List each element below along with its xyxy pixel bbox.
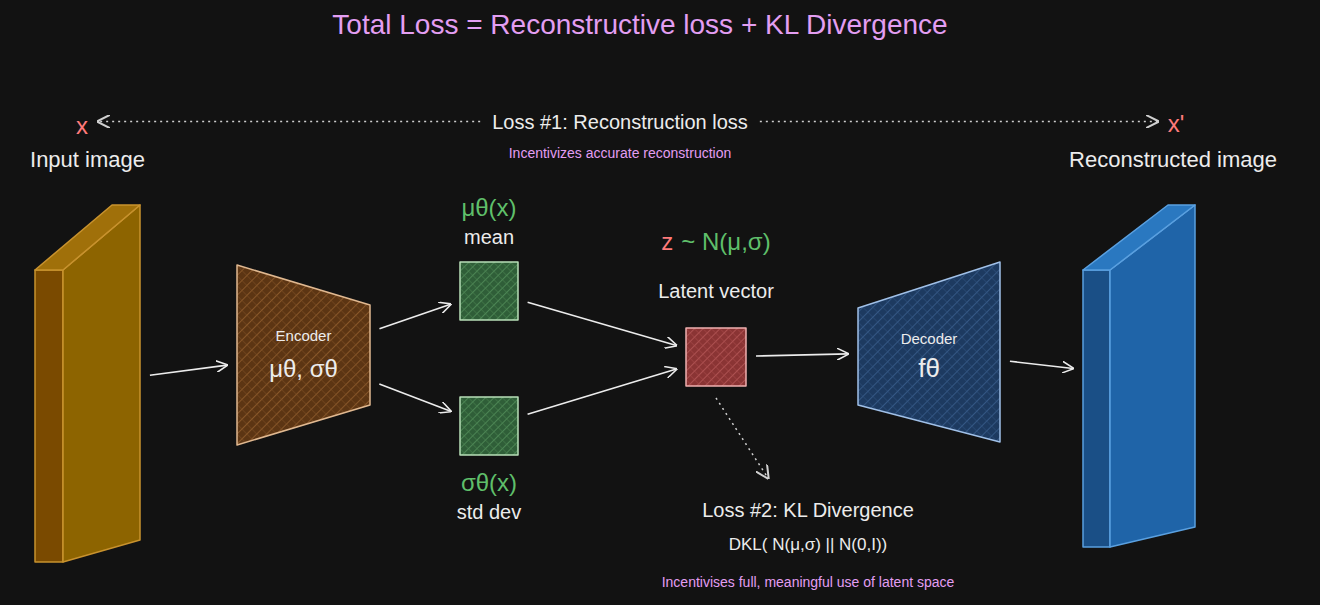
input-image: Input image — [35, 205, 140, 562]
block-face — [460, 397, 518, 455]
reconstructed-image: Reconstructed image — [1083, 205, 1195, 547]
block-face — [35, 270, 63, 562]
block-outline — [460, 262, 518, 320]
block-face — [460, 262, 518, 320]
block-outline — [35, 205, 140, 562]
loss-title: Loss #2: KL Divergence — [702, 499, 914, 521]
label-wrap: Incentivizes accurate reconstruction — [509, 144, 732, 162]
node-label: Reconstructed image — [1069, 147, 1277, 172]
input-symbol: x — [76, 112, 88, 139]
block-face — [1083, 270, 1110, 547]
block-face — [35, 205, 140, 270]
block-outline — [1083, 205, 1195, 547]
dotted-loss-line — [760, 121, 1158, 123]
text-row: z ~ N(μ,σ) — [661, 228, 770, 256]
latent-vector: z~ N(μ,σ)Latent vector — [686, 328, 746, 386]
node-label: Decoder — [901, 330, 958, 347]
dotted-loss-line — [98, 121, 480, 123]
block-face — [858, 262, 1000, 442]
text-row: Latent vector — [658, 280, 774, 303]
title-wrap: Total Loss = Reconstructive loss + KL Di… — [332, 9, 947, 41]
text-row: Encoder — [276, 327, 332, 344]
node-label: σθ(x) — [461, 469, 517, 497]
label-wrap: Loss #1: Reconstruction loss — [492, 111, 748, 134]
node-label: μθ(x) — [461, 194, 516, 222]
flow-arrow — [150, 365, 227, 375]
text-row: μθ, σθ — [269, 355, 338, 383]
block-face — [686, 328, 746, 386]
flow-arrow — [756, 354, 848, 356]
encoder-block: Encoder μθ, σθ — [237, 265, 370, 445]
node-label: ~ N(μ,σ) — [681, 228, 770, 256]
kl-leader-line — [716, 398, 768, 478]
text-row: fθ — [918, 354, 940, 384]
block-outline — [460, 397, 518, 455]
decoder-block: Decoder fθ — [858, 262, 1000, 442]
node-label: fθ — [918, 354, 940, 384]
text-row: μθ(x) — [461, 194, 516, 222]
text-row: mean — [464, 226, 514, 249]
label-wrap: Incentivises full, meaningful use of lat… — [662, 573, 955, 591]
node-label: Input image — [30, 147, 145, 172]
label-wrap: x' — [1168, 110, 1185, 138]
flow-arrow — [528, 302, 677, 345]
node-label: Latent vector — [658, 280, 774, 303]
loss-note: Incentivises full, meaningful use of lat… — [662, 574, 955, 590]
output-symbol: x' — [1168, 110, 1185, 137]
block-face — [237, 265, 370, 445]
mean-vector: μθ(x)mean — [460, 262, 518, 320]
flow-arrow — [1010, 361, 1073, 368]
text-row: std dev — [457, 501, 521, 524]
label-wrap: Loss #2: KL Divergence — [702, 499, 914, 522]
text-row: σθ(x) — [461, 469, 517, 497]
flow-arrow — [379, 384, 450, 411]
loss-title: Loss #1: Reconstruction loss — [492, 111, 748, 133]
block-outline — [686, 328, 746, 386]
text-row: Reconstructed image — [1069, 147, 1277, 172]
node-label: μθ, σθ — [269, 355, 338, 383]
flow-arrow — [379, 304, 450, 329]
std-vector: σθ(x)std dev — [460, 397, 518, 455]
kl-formula: DKL( N(μ,σ) || N(0,I)) — [729, 535, 888, 554]
node-label: Encoder — [276, 327, 332, 344]
node-label: z — [661, 228, 673, 256]
text-row: Decoder — [901, 330, 958, 347]
node-label: std dev — [457, 501, 521, 524]
block-outline — [858, 262, 1000, 442]
node-label: mean — [464, 226, 514, 249]
flow-arrow — [528, 369, 677, 414]
loss-note: Incentivizes accurate reconstruction — [509, 145, 732, 161]
label-wrap: x — [76, 112, 88, 140]
label-wrap: DKL( N(μ,σ) || N(0,I)) — [729, 535, 888, 555]
text-row: Input image — [30, 147, 145, 172]
block-face — [1083, 205, 1195, 270]
diagram-title: Total Loss = Reconstructive loss + KL Di… — [332, 9, 947, 40]
